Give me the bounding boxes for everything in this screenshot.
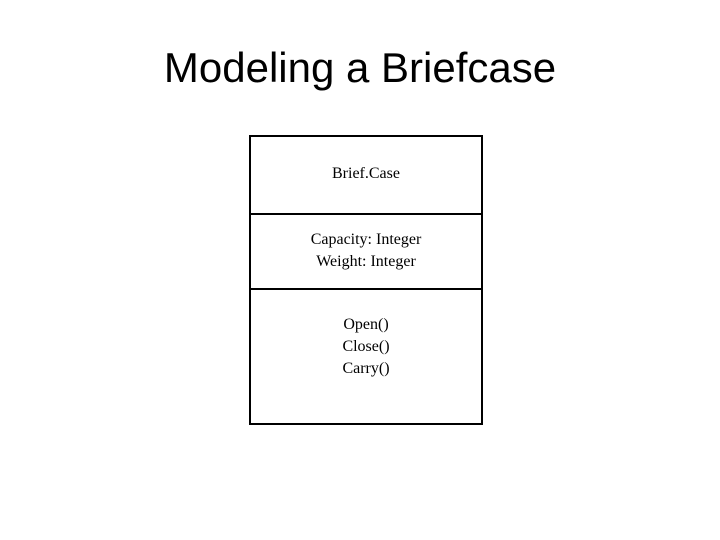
uml-class-box: Brief.Case Capacity: Integer Weight: Int… <box>249 135 483 425</box>
class-name-compartment: Brief.Case <box>251 137 481 215</box>
operations-compartment: Open() Close() Carry() <box>251 290 481 423</box>
attribute-weight: Weight: Integer <box>316 253 416 270</box>
attributes-compartment: Capacity: Integer Weight: Integer <box>251 215 481 290</box>
operation-list: Open() Close() Carry() <box>251 314 481 380</box>
operation-close: Close() <box>342 338 390 355</box>
operation-carry: Carry() <box>342 360 390 377</box>
attribute-capacity: Capacity: Integer <box>310 231 422 248</box>
class-name: Brief.Case <box>332 165 400 182</box>
operation-open: Open() <box>343 316 389 333</box>
slide-title: Modeling a Briefcase <box>163 44 557 91</box>
attribute-list: Capacity: Integer Weight: Integer <box>251 229 481 273</box>
